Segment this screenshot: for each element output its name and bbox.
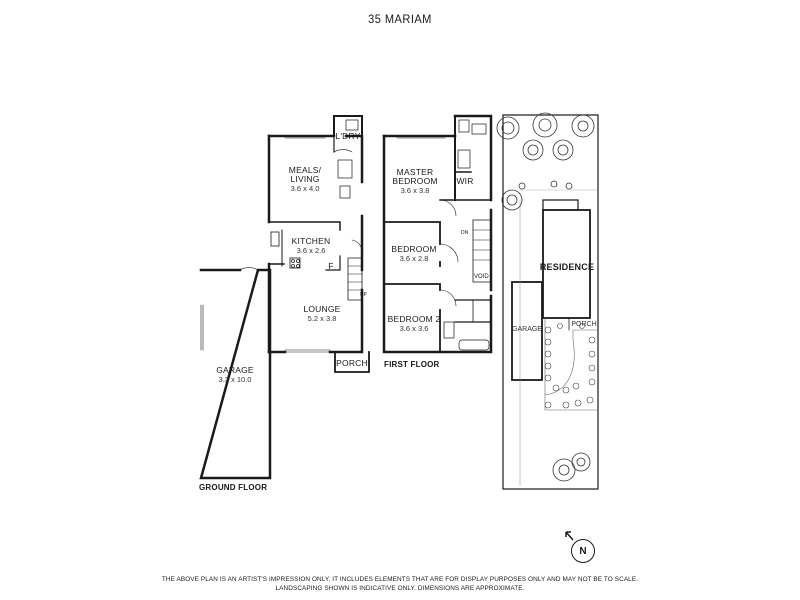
- site-garage-label: GARAGE: [512, 326, 542, 333]
- room-name: BEDROOM 2: [387, 314, 441, 324]
- site-residence-label: RESIDENCE: [539, 262, 595, 272]
- room-dims: 3.6 x 2.8: [399, 254, 429, 263]
- disclaimer-line-1: THE ABOVE PLAN IS AN ARTIST'S IMPRESSION…: [161, 576, 639, 583]
- north-arrow-icon: [565, 531, 574, 541]
- room-porch: PORCH: [336, 359, 368, 368]
- room-master-bedroom: MASTER BEDROOM 3.6 x 3.8: [392, 167, 438, 196]
- room-bedroom-2: BEDROOM 2 3.6 x 3.6: [387, 314, 441, 334]
- room-wir: WIR: [456, 177, 473, 186]
- room-name: KITCHEN: [291, 236, 331, 246]
- room-name: LOUNGE: [303, 304, 341, 314]
- ground-floor-label: GROUND FLOOR: [199, 483, 268, 492]
- first-floor-walls: [382, 114, 493, 354]
- room-laundry: L'DRY: [335, 132, 360, 141]
- room-garage: GARAGE 3.3 x 10.0: [216, 365, 254, 385]
- room-dims: 3.6 x 3.6: [399, 324, 429, 333]
- compass-letter: N: [579, 545, 587, 557]
- kitchen-benches: [270, 231, 301, 269]
- room-dims: 5.2 x 3.8: [307, 314, 337, 323]
- site-plan: [502, 114, 599, 490]
- room-dims: 3.6 x 4.0: [290, 184, 320, 193]
- page-title: 35 MARIAM: [368, 12, 432, 26]
- room-dims: 3.3 x 10.0: [218, 375, 252, 384]
- stairs-up-label: UP: [360, 292, 367, 298]
- disclaimer: THE ABOVE PLAN IS AN ARTIST'S IMPRESSION…: [0, 575, 800, 593]
- room-name: PORCH: [336, 358, 368, 368]
- fridge-label: F: [328, 261, 334, 271]
- ground-floor-walls: [199, 115, 370, 480]
- room-name: MEALS/ LIVING: [288, 165, 322, 184]
- room-name: WIR: [456, 176, 474, 186]
- stairs-down-label: DN: [461, 230, 469, 236]
- room-dims: 3.6 x 3.8: [400, 186, 430, 195]
- landscaping-shrub-border: [544, 323, 596, 409]
- room-meals-living: MEALS/ LIVING 3.6 x 4.0: [288, 165, 322, 194]
- site-porch-label: PORCH: [571, 321, 597, 328]
- compass-icon: N: [571, 539, 595, 563]
- room-name: MASTER BEDROOM: [392, 167, 438, 186]
- room-kitchen: KITCHEN 3.6 x 2.6: [291, 236, 331, 256]
- landscaping-trees: [496, 112, 595, 482]
- void-label: VOID: [474, 274, 489, 280]
- disclaimer-line-2: LANDSCAPING SHOWN IS INDICATIVE ONLY. DI…: [275, 585, 525, 592]
- room-name: L'DRY: [335, 131, 361, 141]
- room-lounge: LOUNGE 5.2 x 3.8: [303, 304, 341, 324]
- room-name: GARAGE: [216, 365, 254, 375]
- room-name: BEDROOM: [391, 244, 437, 254]
- first-floor-label: FIRST FLOOR: [384, 360, 440, 369]
- room-dims: 3.6 x 2.6: [296, 246, 326, 255]
- room-bedroom: BEDROOM 3.6 x 2.8: [391, 244, 437, 264]
